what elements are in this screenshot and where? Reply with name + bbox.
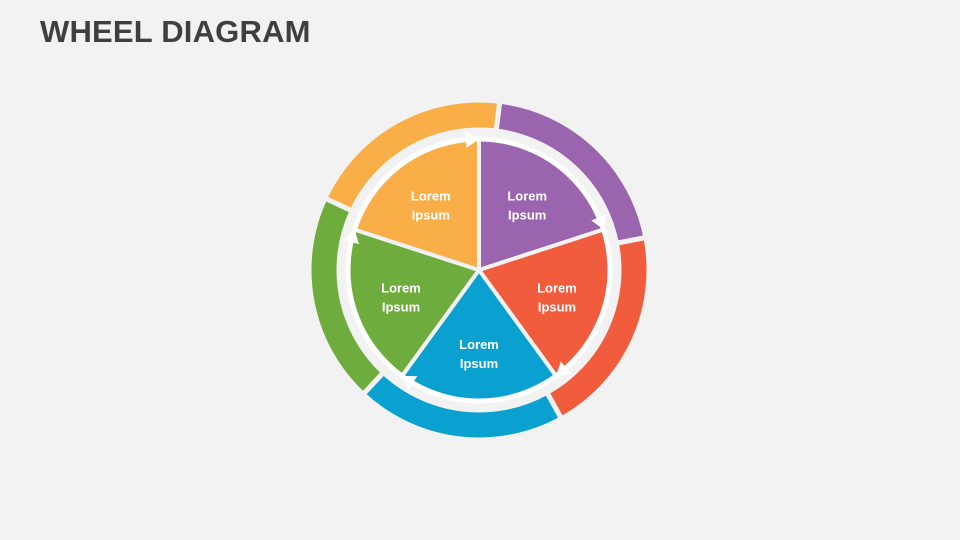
segment-label-purple-line2: Ipsum (508, 208, 546, 223)
segment-label-orange-line1: Lorem (411, 189, 451, 204)
cycle-arrowhead-purple (591, 214, 607, 230)
wheel-outer-segment-orange (321, 97, 503, 215)
slide-title: WHEEL DIAGRAM (40, 14, 311, 49)
cycle-arrowhead-red (555, 361, 572, 376)
segment-label-orange-line2: Ipsum (412, 208, 450, 223)
segment-label-purple-line1: Lorem (507, 189, 547, 204)
segment-label-green-line1: Lorem (381, 280, 421, 295)
segment-label-red-line1: Lorem (537, 280, 577, 295)
segment-label-red-line2: Ipsum (538, 299, 576, 314)
segment-label-green-line2: Ipsum (382, 299, 420, 314)
cycle-arrowhead-blue (402, 375, 418, 390)
segment-label-blue-line1: Lorem (459, 337, 499, 352)
segment-label-blue-line2: Ipsum (460, 356, 498, 371)
cycle-arrowhead-orange (465, 131, 479, 148)
cycle-arrowhead-green (343, 229, 360, 245)
